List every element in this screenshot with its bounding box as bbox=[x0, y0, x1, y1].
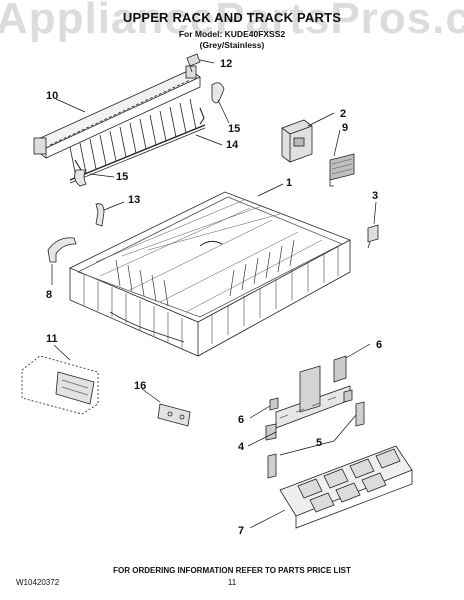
callout-10: 10 bbox=[46, 90, 58, 102]
callout-16: 16 bbox=[134, 380, 146, 392]
callout-6-right: 6 bbox=[376, 339, 382, 351]
callout-labels: 12 10 2 15 9 14 1 15 13 3 8 11 6 16 6 4 … bbox=[46, 58, 382, 537]
part-clip-15-lower bbox=[74, 169, 87, 187]
part-adjuster-16 bbox=[157, 403, 191, 427]
callout-14: 14 bbox=[226, 139, 239, 151]
callout-6-left: 6 bbox=[238, 414, 244, 426]
callout-2: 2 bbox=[340, 108, 346, 120]
part-clip-3 bbox=[367, 224, 379, 249]
part-clip-13 bbox=[95, 203, 105, 227]
part-clip-12 bbox=[186, 53, 201, 73]
callout-4: 4 bbox=[238, 441, 245, 453]
callout-13: 13 bbox=[128, 194, 140, 206]
part-cup-shelf bbox=[279, 445, 413, 529]
callout-11: 11 bbox=[46, 333, 58, 345]
callout-5: 5 bbox=[316, 437, 322, 449]
model-line: For Model: KUDE40FXSS2 bbox=[178, 29, 286, 39]
part-utility-basket bbox=[21, 355, 99, 415]
ordering-note: FOR ORDERING INFORMATION REFER TO PARTS … bbox=[113, 566, 351, 575]
doc-number: W10420372 bbox=[16, 578, 60, 587]
callout-15-lower: 15 bbox=[116, 171, 128, 183]
part-clip-8 bbox=[47, 237, 77, 263]
leader-lines bbox=[51, 59, 377, 529]
callout-15-upper: 15 bbox=[228, 123, 240, 135]
part-adjuster-cover bbox=[329, 153, 355, 187]
callout-12: 12 bbox=[220, 58, 232, 70]
part-tine-row bbox=[69, 98, 206, 184]
callout-9: 9 bbox=[342, 122, 348, 134]
part-track-rail bbox=[33, 65, 201, 159]
callout-3: 3 bbox=[372, 190, 378, 202]
part-adjuster-housing bbox=[281, 119, 313, 163]
variant-line: (Grey/Stainless) bbox=[199, 40, 265, 50]
callout-8: 8 bbox=[46, 289, 52, 301]
part-adjuster-assembly bbox=[265, 355, 365, 479]
callout-7: 7 bbox=[238, 525, 244, 537]
page-number: 11 bbox=[227, 578, 237, 587]
part-upper-rack bbox=[69, 191, 351, 357]
diagram-title: UPPER RACK AND TRACK PARTS bbox=[122, 10, 342, 25]
callout-1: 1 bbox=[286, 177, 292, 189]
part-clip-15-upper bbox=[211, 82, 225, 104]
